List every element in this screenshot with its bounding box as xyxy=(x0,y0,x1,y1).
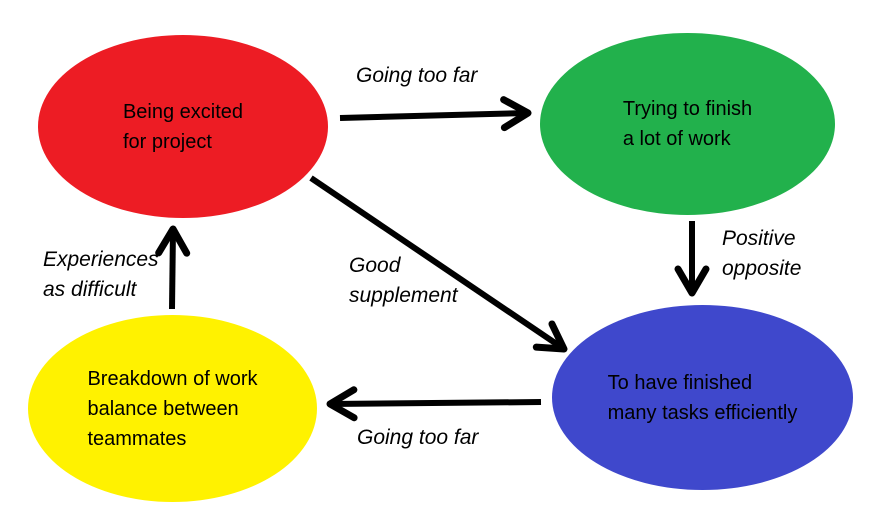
node-text-line: balance between xyxy=(87,397,239,420)
node-breakdown-label: Breakdown of work balance between teamma… xyxy=(87,364,257,454)
node-trying-to-finish: Trying to finish a lot of work xyxy=(540,33,835,215)
node-text-line: for project xyxy=(122,130,212,153)
edge-label-line: Experiences xyxy=(43,248,159,271)
edge-label-line: Good xyxy=(349,254,401,277)
arrow-excited-to-trying xyxy=(339,96,532,132)
arrow-breakdown-to-excited xyxy=(155,225,191,310)
edge-label-going-too-far-bottom: Going too far xyxy=(357,423,478,453)
edge-label-good-supplement: Good supplement xyxy=(349,251,458,311)
node-text-line: teammates xyxy=(87,427,187,450)
edge-label-line: Going too far xyxy=(357,426,479,449)
node-finished-tasks: To have finished many tasks efficiently xyxy=(552,305,853,490)
edge-label-experiences-as-difficult: Experiences as difficult xyxy=(43,245,159,305)
edge-label-going-too-far-top: Going too far xyxy=(356,61,477,91)
node-trying-to-finish-label: Trying to finish a lot of work xyxy=(623,94,752,154)
edge-label-line: Positive xyxy=(722,227,796,250)
node-text-line: Being excited xyxy=(122,100,244,123)
edge-label-line: as difficult xyxy=(43,278,137,301)
node-finished-tasks-label: To have finished many tasks efficiently xyxy=(608,368,798,428)
edge-label-line: supplement xyxy=(349,284,458,307)
node-text-line: a lot of work xyxy=(622,128,731,150)
node-text-line: To have finished xyxy=(607,371,753,394)
node-text-line: many tasks efficiently xyxy=(607,401,798,424)
node-text-line: Breakdown of work xyxy=(87,367,258,390)
node-breakdown: Breakdown of work balance between teamma… xyxy=(28,315,317,502)
node-being-excited: Being excited for project xyxy=(38,35,328,218)
node-being-excited-label: Being excited for project xyxy=(123,97,243,157)
edge-label-line: Going too far xyxy=(356,64,478,87)
arrow-finished-to-breakdown xyxy=(326,386,542,422)
edge-label-positive-opposite: Positive opposite xyxy=(722,224,801,284)
edge-label-line: opposite xyxy=(722,257,802,280)
node-text-line: Trying to finish xyxy=(622,98,753,120)
